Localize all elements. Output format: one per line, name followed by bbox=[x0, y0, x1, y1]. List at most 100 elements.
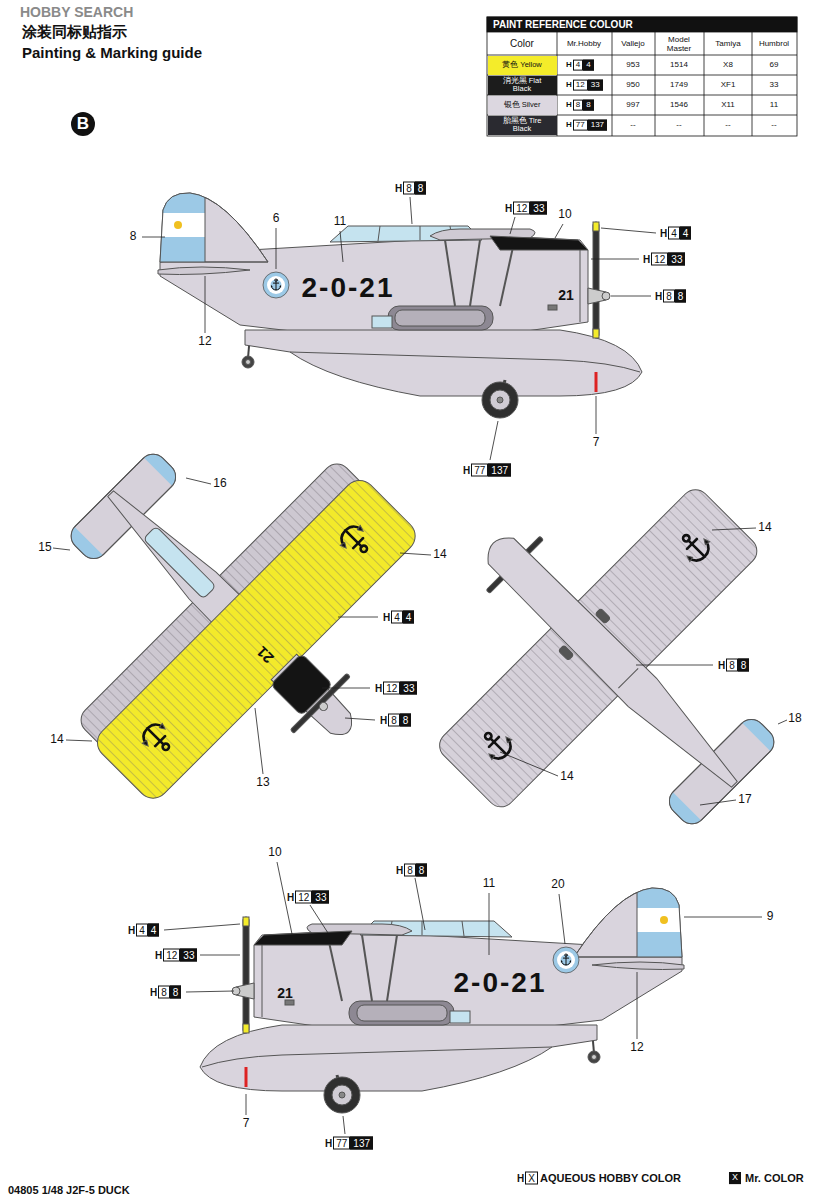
label-text: B bbox=[77, 114, 89, 133]
table-cell: 1749 bbox=[670, 80, 688, 89]
callout-number: 14 bbox=[50, 733, 63, 747]
paint-prefix: H bbox=[128, 925, 135, 937]
paint-number-dark: 137 bbox=[350, 1137, 373, 1150]
paint-number: 4 bbox=[573, 60, 583, 71]
paint-prefix: H bbox=[655, 291, 662, 303]
paint-prefix: H bbox=[155, 950, 162, 962]
aircraft-marking: 2-0-21 bbox=[454, 967, 547, 999]
callout-number: 12 bbox=[630, 1041, 643, 1055]
paint-number-dark: 33 bbox=[588, 80, 603, 91]
callout-number: 16 bbox=[213, 477, 226, 491]
paint-prefix: H bbox=[566, 80, 572, 89]
color-swatch: 黄色 Yellow bbox=[488, 56, 557, 75]
paint-table-grid bbox=[487, 17, 797, 136]
paint-prefix: H bbox=[395, 183, 402, 195]
paint-number: 4 bbox=[668, 227, 680, 240]
label-text: Mr.Hobby bbox=[567, 39, 601, 48]
label-text: 18 bbox=[788, 711, 801, 725]
label-text: 12 bbox=[198, 334, 211, 348]
paint-code: H1233 bbox=[155, 949, 197, 962]
side-view-right bbox=[150, 185, 642, 418]
color-swatch: 消光黑 Flat Black bbox=[488, 76, 557, 95]
paint-number-dark: 8 bbox=[738, 659, 750, 672]
table-header: Model Master bbox=[658, 35, 700, 53]
paint-number-dark: 4 bbox=[403, 611, 415, 624]
label-text: 13 bbox=[256, 775, 269, 789]
paint-number-dark: 8 bbox=[416, 864, 428, 877]
paint-code: H1233 bbox=[287, 891, 329, 904]
paint-prefix: H bbox=[325, 1138, 332, 1150]
callout-number: 11 bbox=[334, 215, 346, 229]
label-text: Vallejo bbox=[621, 39, 644, 48]
paint-number-dark: 33 bbox=[668, 253, 685, 266]
paint-code: H88 bbox=[718, 659, 749, 672]
callout-number: 7 bbox=[593, 436, 600, 450]
paint-prefix: H bbox=[287, 892, 294, 904]
paint-code: H1233 bbox=[375, 682, 417, 695]
paint-number: 12 bbox=[513, 202, 530, 215]
roundel bbox=[553, 947, 579, 973]
label-text: 14 bbox=[560, 769, 573, 783]
label-text: 2-0-21 bbox=[454, 967, 547, 998]
paint-prefix: H bbox=[383, 612, 390, 624]
table-cell: 997 bbox=[626, 100, 639, 109]
paint-number: 77 bbox=[471, 464, 488, 477]
paint-code: H88 bbox=[396, 864, 427, 877]
paint-number-dark: 4 bbox=[148, 924, 160, 937]
paint-number: 77 bbox=[333, 1137, 350, 1150]
label-text: 9 bbox=[767, 909, 774, 923]
callout-number: 20 bbox=[551, 878, 564, 892]
label-text: 10 bbox=[558, 207, 571, 221]
label-text: Model Master bbox=[667, 35, 691, 53]
label-text: PAINT REFERENCE COLOUR bbox=[493, 19, 633, 30]
paint-prefix: H bbox=[566, 60, 572, 69]
paint-prefix: H bbox=[643, 254, 650, 266]
label-text: 10 bbox=[268, 845, 281, 859]
footer-note: AQUEOUS HOBBY COLOR bbox=[540, 1172, 681, 1185]
paint-number-dark: 8 bbox=[415, 182, 427, 195]
paint-code: H1233 bbox=[643, 253, 685, 266]
callout-number: 17 bbox=[738, 793, 751, 807]
label-text: Humbrol bbox=[759, 39, 789, 48]
paint-number-dark: 8 bbox=[170, 986, 182, 999]
paint-prefix: H bbox=[380, 715, 387, 727]
label-text: 33 bbox=[770, 80, 779, 89]
paint-number: 8 bbox=[573, 100, 583, 111]
paint-number: X bbox=[525, 1172, 538, 1185]
label-text: 21 bbox=[277, 985, 293, 1001]
heading: 涂装同标贴指示 bbox=[22, 23, 127, 40]
table-cell: 11 bbox=[770, 100, 778, 109]
paint-number-dark: 33 bbox=[400, 682, 417, 695]
paint-code: H88 bbox=[380, 714, 411, 727]
label-text: 04805 1/48 J2F-5 DUCK bbox=[8, 1184, 130, 1196]
label-text: 21 bbox=[558, 287, 574, 303]
table-header: Humbrol bbox=[759, 39, 789, 48]
label-text: 16 bbox=[213, 476, 226, 490]
legend-text: 胎黑色 Tire Black bbox=[499, 117, 545, 133]
paint-code: H1233 bbox=[505, 202, 547, 215]
paint-code: H1233 bbox=[566, 80, 603, 91]
label-text: 14 bbox=[50, 732, 63, 746]
aircraft-marking: 21 bbox=[277, 985, 293, 1001]
legend-text: 银色 Silver bbox=[499, 101, 545, 109]
callout-number: 12 bbox=[198, 335, 211, 349]
callout-number: 15 bbox=[38, 541, 51, 555]
table-cell: XF1 bbox=[721, 80, 736, 89]
paint-code: H44 bbox=[660, 227, 691, 240]
label-text: 11 bbox=[770, 100, 778, 109]
paint-prefix: H bbox=[718, 660, 725, 672]
paint-prefix: H bbox=[566, 120, 572, 129]
leader-lines bbox=[53, 197, 787, 1134]
paint-system-key: X bbox=[729, 1172, 741, 1184]
footer-note: Mr. COLOR bbox=[745, 1172, 804, 1185]
paint-prefix: H bbox=[396, 865, 403, 877]
paint-number-dark: 8 bbox=[675, 290, 687, 303]
table-cell: -- bbox=[725, 120, 730, 129]
paint-number: 4 bbox=[391, 611, 403, 624]
paint-number: 8 bbox=[158, 986, 170, 999]
label-text: 7 bbox=[243, 1116, 250, 1130]
color-swatch: 银色 Silver bbox=[488, 96, 557, 115]
table-cell: 69 bbox=[770, 60, 779, 69]
label-text: 14 bbox=[758, 520, 771, 534]
paint-system-key: HX bbox=[517, 1172, 538, 1185]
